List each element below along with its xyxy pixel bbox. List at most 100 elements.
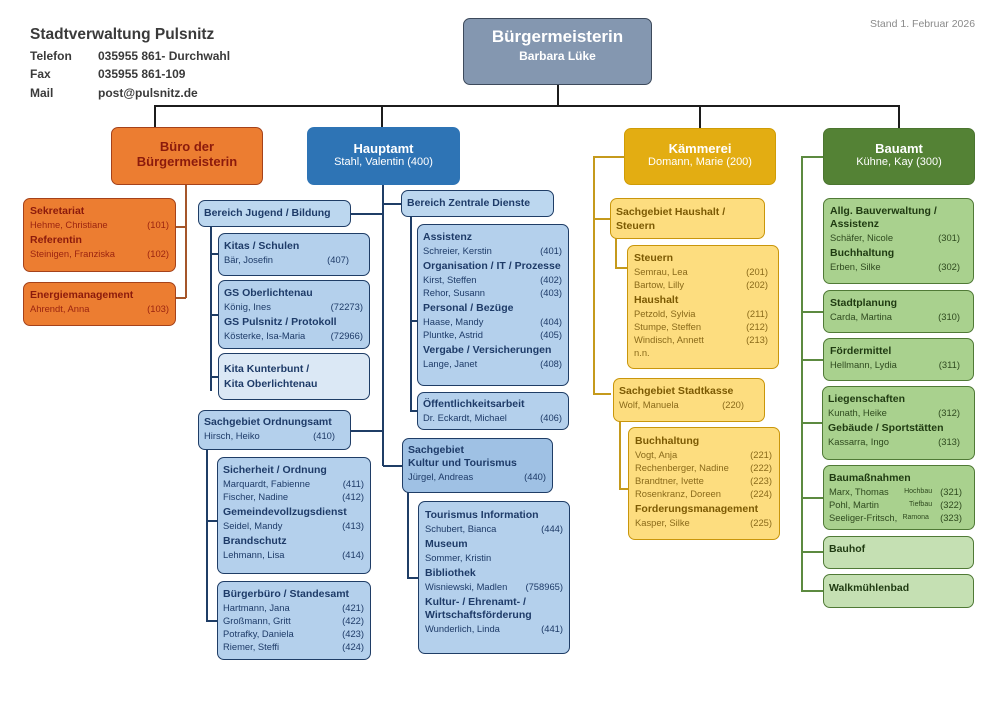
kaemmerei-department-box[interactable]: Kämmerei Domann, Marie (200) <box>624 128 776 185</box>
department-head: Domann, Marie (200) <box>648 156 752 168</box>
unit-box-jugend[interactable]: Bereich Jugend / Bildung <box>198 200 351 227</box>
section-title: Organisation / IT / Prozesse <box>423 260 561 272</box>
person-name: Lehmann, Lisa <box>223 549 285 560</box>
unit-box-walkmuehlenbad[interactable]: Walkmühlenbad <box>823 574 974 608</box>
section-title: Kita Oberlichtenau <box>224 378 318 390</box>
person-ext: (301) <box>938 232 960 243</box>
person-name: Hirsch, Heiko <box>204 430 260 441</box>
person-row: Vogt, Anja(221) <box>635 448 772 461</box>
unit-box-ordnungsamt[interactable]: Sachgebiet Ordnungsamt Hirsch, Heiko(410… <box>198 410 351 450</box>
person-name: Pluntke, Astrid <box>423 329 483 340</box>
person-ext: (404) <box>540 316 562 327</box>
unit-box-stadtplanung[interactable]: Stadtplanung Carda, Martina(310) <box>823 290 974 333</box>
buero-department-box[interactable]: Büro der Bürgermeisterin <box>111 127 263 185</box>
unit-box-kita[interactable]: Kita Kunterbunt / Kita Oberlichtenau <box>218 353 370 400</box>
connector <box>593 393 611 395</box>
connector <box>410 320 418 322</box>
person-ext: (407) <box>327 254 349 265</box>
unit-box-foerdermittel[interactable]: Fördermittel Hellmann, Lydia(311) <box>823 338 974 381</box>
connector <box>593 156 595 394</box>
person-ext: (410) <box>313 430 335 441</box>
unit-box-kultur[interactable]: Sachgebiet Kultur und Tourismus Jürgel, … <box>402 438 553 493</box>
unit-box-sekretariat[interactable]: Sekretariat Hehme, Christiane(101) Refer… <box>23 198 176 272</box>
person-name: Riemer, Steffi <box>223 641 280 652</box>
person-row: Wunderlich, Linda(441) <box>425 622 563 635</box>
section-title: Allg. Bauverwaltung / <box>830 205 937 217</box>
person-row: Erben, Silke(302) <box>830 260 960 273</box>
unit-box-gs[interactable]: GS Oberlichtenau König, Ines(72273) GS P… <box>218 280 370 349</box>
person-row: Kassarra, Ingo(313) <box>828 435 960 448</box>
unit-box-energie[interactable]: Energiemanagement Ahrendt, Anna(103) <box>23 282 176 326</box>
person-row: Ahrendt, Anna(103) <box>30 302 169 315</box>
person-ext: (405) <box>540 329 562 340</box>
person-row: Schubert, Bianca(444) <box>425 522 563 535</box>
mayor-box[interactable]: Bürgermeisterin Barbara Lüke <box>463 18 652 85</box>
person-name: Kirst, Steffen <box>423 274 477 285</box>
person-name: Haase, Mandy <box>423 316 484 327</box>
connector <box>206 620 218 622</box>
person-name: Petzold, Sylvia <box>634 308 696 319</box>
contact-value[interactable]: post@pulsnitz.de <box>98 86 198 100</box>
unit-box-sicherheit[interactable]: Sicherheit / Ordnung Marquardt, Fabienne… <box>217 457 371 574</box>
section-title: Fördermittel <box>830 345 892 357</box>
unit-box-buergerbuero[interactable]: Bürgerbüro / Standesamt Hartmann, Jana(4… <box>217 581 371 660</box>
person-ext: (213) <box>746 334 768 345</box>
unit-box-bauverwaltung[interactable]: Allg. Bauverwaltung / Assistenz Schäfer,… <box>823 198 974 284</box>
person-name: Bär, Josefin <box>224 254 273 265</box>
person-row: Bartow, Lilly(202) <box>634 278 768 291</box>
section-title: Forderungsmanagement <box>635 503 759 515</box>
person-ext: (222) <box>750 462 772 473</box>
section-title: Kitas / Schulen <box>224 240 300 252</box>
person-ext: (322) <box>940 499 962 510</box>
person-ext: (311) <box>938 359 960 370</box>
person-ext: (413) <box>342 520 364 531</box>
section-title: Sicherheit / Ordnung <box>223 464 327 476</box>
section-title: Buchhaltung <box>635 435 700 447</box>
person-ext: (202) <box>746 279 768 290</box>
unit-box-steuern-haushalt[interactable]: Steuern Semrau, Lea(201) Bartow, Lilly(2… <box>627 245 779 369</box>
unit-box-stadtkasse[interactable]: Sachgebiet Stadtkasse Wolf, Manuela(220) <box>613 378 765 422</box>
unit-box-kitas[interactable]: Kitas / Schulen Bär, Josefin (407) <box>218 233 370 276</box>
person-row: Petzold, Sylvia(211) <box>634 307 768 320</box>
department-title: Hauptamt <box>353 141 414 156</box>
person-ext: (406) <box>540 412 562 423</box>
department-title: Bürgermeisterin <box>136 154 238 169</box>
unit-box-buchhaltung[interactable]: Buchhaltung Vogt, Anja(221) Rechenberger… <box>628 427 780 540</box>
unit-box-oeffentlichkeit[interactable]: Öffentlichkeitsarbeit Dr. Eckardt, Micha… <box>417 392 569 430</box>
connector <box>206 520 218 522</box>
department-title: Kämmerei <box>668 141 732 156</box>
person-row: Kösterke, Isa-Maria(72966) <box>224 329 363 342</box>
person-name: Wunderlich, Linda <box>425 623 500 634</box>
section-title: Bereich Jugend / Bildung <box>204 207 331 219</box>
person-row: Hellmann, Lydia(311) <box>830 358 960 371</box>
connector <box>801 311 824 313</box>
person-row: Windisch, Annett(213) <box>634 333 768 346</box>
hauptamt-department-box[interactable]: Hauptamt Stahl, Valentin (400) <box>307 127 460 185</box>
person-ext: (323) <box>940 512 962 523</box>
unit-box-haushalt-steuern[interactable]: Sachgebiet Haushalt / Steuern <box>610 198 765 239</box>
person-ext: (201) <box>746 266 768 277</box>
connector <box>593 218 611 220</box>
section-title: GS Pulsnitz / Protokoll <box>224 316 337 328</box>
person-ext: (421) <box>342 602 364 613</box>
unit-box-zentral-teams[interactable]: Assistenz Schreier, Kerstin(401) Organis… <box>417 224 569 386</box>
person-row: Dr. Eckardt, Michael (406) <box>423 411 562 424</box>
unit-box-liegenschaften[interactable]: Liegenschaften Kunath, Heike(312) Gebäud… <box>822 386 975 460</box>
person-row: Rechenberger, Nadine(222) <box>635 461 772 474</box>
person-row: Bär, Josefin (407) <box>224 253 363 266</box>
unit-box-zentrale-dienste[interactable]: Bereich Zentrale Dienste <box>401 190 554 217</box>
connector <box>210 253 219 255</box>
person-ext: (424) <box>342 641 364 652</box>
person-row: Schreier, Kerstin(401) <box>423 244 562 257</box>
person-name: Steinigen, Franziska <box>30 248 115 259</box>
person-name: Marquardt, Fabienne <box>223 478 311 489</box>
person-name: Dr. Eckardt, Michael <box>423 412 507 423</box>
bauamt-department-box[interactable]: Bauamt Kühne, Kay (300) <box>823 128 975 185</box>
unit-box-bauhof[interactable]: Bauhof <box>823 536 974 569</box>
person-ext: (422) <box>342 615 364 626</box>
connector <box>898 105 900 128</box>
person-ext: (221) <box>750 449 772 460</box>
unit-box-kultur-teams[interactable]: Tourismus Information Schubert, Bianca(4… <box>418 501 570 654</box>
